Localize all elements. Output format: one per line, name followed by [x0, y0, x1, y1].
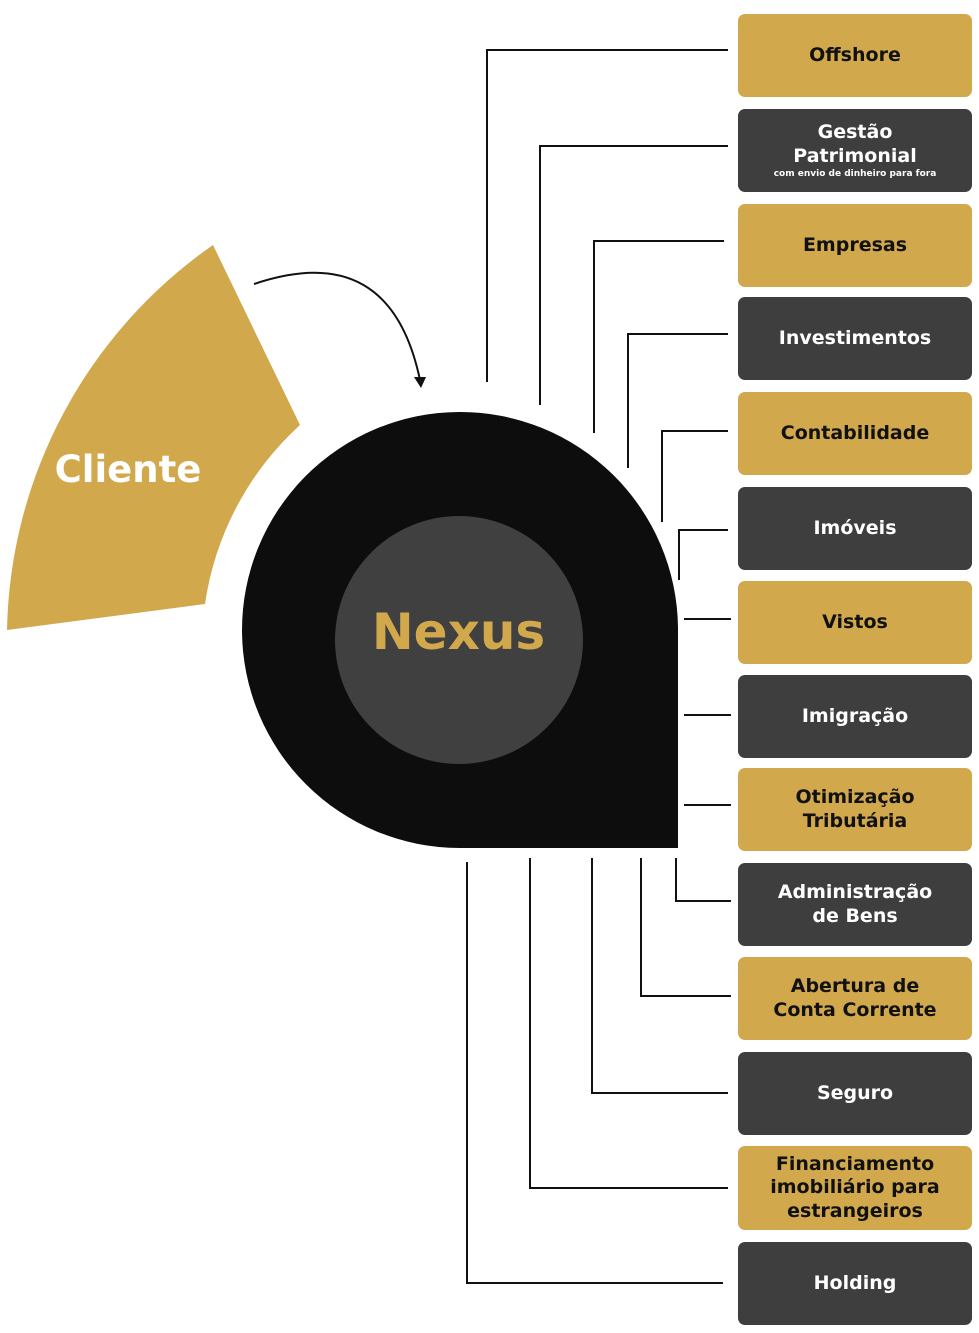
service-empresas: Empresas: [738, 204, 972, 287]
client-sector: [7, 245, 300, 630]
client-label: Cliente: [54, 448, 202, 491]
service-label: Gestão Patrimonial: [793, 121, 917, 167]
arrow-head-icon: [414, 377, 426, 388]
service-gestao-patrimonial: Gestão Patrimonial com envio de dinheiro…: [738, 109, 972, 192]
service-label: Offshore: [809, 43, 901, 66]
connector-line: [486, 49, 728, 382]
connector-line: [466, 862, 723, 1284]
service-label: Administração de Bens: [777, 881, 933, 927]
service-label: Abertura de Conta Corrente: [773, 975, 937, 1021]
service-label: Financiamento imobiliário para estrangei…: [770, 1153, 940, 1222]
connector-lines: [466, 49, 731, 1284]
service-contabilidade: Contabilidade: [738, 392, 972, 475]
hub-inner-circle: [335, 516, 583, 764]
connector-line: [627, 333, 728, 468]
connector-line: [539, 145, 728, 405]
service-label: Contabilidade: [780, 421, 930, 444]
service-otimizacao-tributaria: Otimização Tributária: [738, 768, 972, 851]
service-holding: Holding: [738, 1242, 972, 1325]
connector-line: [593, 240, 724, 433]
service-vistos: Vistos: [738, 581, 972, 664]
client-to-hub-arrow: [253, 271, 421, 381]
service-seguro: Seguro: [738, 1052, 972, 1135]
service-label: Investimentos: [778, 326, 932, 349]
service-abertura-de-conta: Abertura de Conta Corrente: [738, 957, 972, 1040]
service-sublabel: com envio de dinheiro para fora: [773, 168, 937, 179]
service-label: Vistos: [822, 610, 888, 633]
connector-line: [529, 858, 728, 1189]
service-label: Holding: [813, 1271, 897, 1294]
service-label: Otimização Tributária: [795, 786, 915, 832]
connector-line: [640, 858, 731, 997]
service-financiamento: Financiamento imobiliário para estrangei…: [738, 1146, 972, 1230]
service-investimentos: Investimentos: [738, 297, 972, 380]
service-label: Empresas: [802, 233, 908, 256]
service-administracao-de-bens: Administração de Bens: [738, 863, 972, 946]
service-label: Imigração: [801, 704, 909, 727]
service-label: Seguro: [816, 1081, 894, 1104]
hub-label: Nexus: [371, 603, 546, 661]
connector-line: [675, 858, 731, 902]
connector-line: [678, 529, 728, 580]
service-imigracao: Imigração: [738, 675, 972, 758]
service-label: Imóveis: [813, 516, 897, 539]
connector-line: [661, 430, 728, 522]
connector-line: [591, 858, 728, 1094]
service-imoveis: Imóveis: [738, 487, 972, 570]
service-offshore: Offshore: [738, 14, 972, 97]
